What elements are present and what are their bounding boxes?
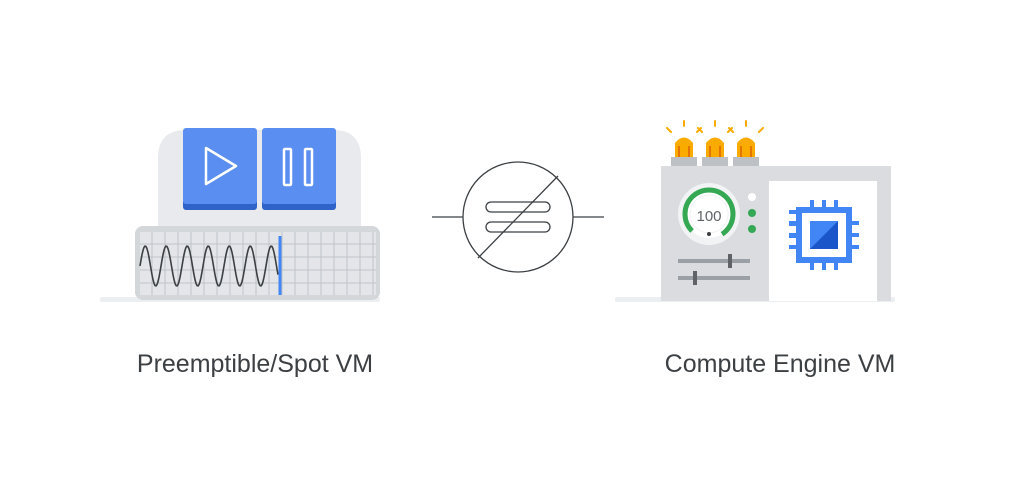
- waveform-line: [139, 245, 279, 287]
- pause-icon: [282, 147, 314, 187]
- compute-engine-vm-label: Compute Engine VM: [664, 350, 896, 378]
- cpu-chip-icon: [789, 200, 859, 270]
- slider-icon: [678, 254, 750, 285]
- preemptible-vm-label: Preemptible/Spot VM: [136, 350, 374, 378]
- not-equal-icon: [432, 161, 604, 273]
- status-dot-off: [748, 193, 756, 201]
- monitor-grid: [140, 232, 376, 295]
- compute-engine-vm-illustration: 100: [615, 120, 895, 302]
- play-button: [183, 128, 257, 210]
- waveform-monitor: [135, 226, 380, 300]
- gauge-value: 100: [696, 208, 721, 225]
- warning-light-icon: [697, 120, 733, 167]
- play-icon: [204, 146, 238, 186]
- status-dot-green: [748, 225, 756, 233]
- preemptible-vm-illustration: [100, 128, 380, 302]
- pause-button: [262, 128, 336, 210]
- warning-lights: [666, 120, 764, 167]
- warning-light-icon: [728, 120, 764, 167]
- status-dot-green: [748, 209, 756, 217]
- warning-light-icon: [666, 120, 702, 167]
- gauge-icon: 100: [678, 183, 740, 245]
